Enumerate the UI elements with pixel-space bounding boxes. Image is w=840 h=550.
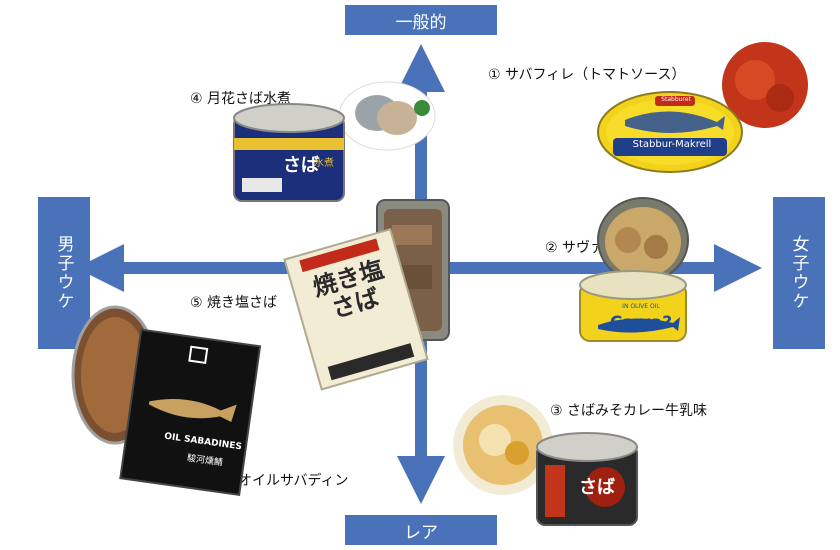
product-image-yakishio-box: 焼き塩さば bbox=[283, 195, 462, 391]
product-image-gekka-can: さば 水煮 bbox=[232, 78, 437, 208]
axis-label-left: 男子ウケ bbox=[38, 197, 90, 349]
product-image-misocurry-can: さば bbox=[445, 395, 640, 530]
product-image-cava-can: Ça va? IN OLIVE OIL bbox=[578, 195, 698, 360]
can-text-misocurry: さば bbox=[579, 477, 615, 498]
axis-label-top: 一般的 bbox=[345, 5, 497, 35]
item-label-5: ⑤ 焼き塩さば bbox=[190, 295, 278, 311]
can-text-gekka: さば bbox=[283, 155, 319, 176]
can-text-cava: Ça va? bbox=[609, 313, 673, 333]
item-label-1: ① サバフィレ（トマトソース） bbox=[488, 67, 686, 83]
axis-label-right: 女子ウケ bbox=[773, 197, 825, 349]
can-subtext-gekka: 水煮 bbox=[314, 158, 334, 169]
item-label-4: ④ 月花さば水煮 bbox=[190, 91, 292, 107]
item-label-6: ⑥ オイルサバディン bbox=[221, 473, 349, 489]
can-text-stabbur: Stabbur-Makrell bbox=[632, 139, 712, 150]
axis-label-bottom: レア bbox=[345, 515, 497, 545]
product-image-stabbur-makrell: Stabbur-Makrell Stabburet bbox=[595, 40, 815, 175]
can-brand-stabbur: Stabburet bbox=[661, 96, 691, 103]
product-image-oil-sabadines: OIL SABADINES 駿河燻鯖 bbox=[70, 305, 270, 496]
item-label-3: ③ さばみそカレー牛乳味 bbox=[550, 403, 708, 419]
can-subtext-cava: IN OLIVE OIL bbox=[622, 303, 660, 310]
